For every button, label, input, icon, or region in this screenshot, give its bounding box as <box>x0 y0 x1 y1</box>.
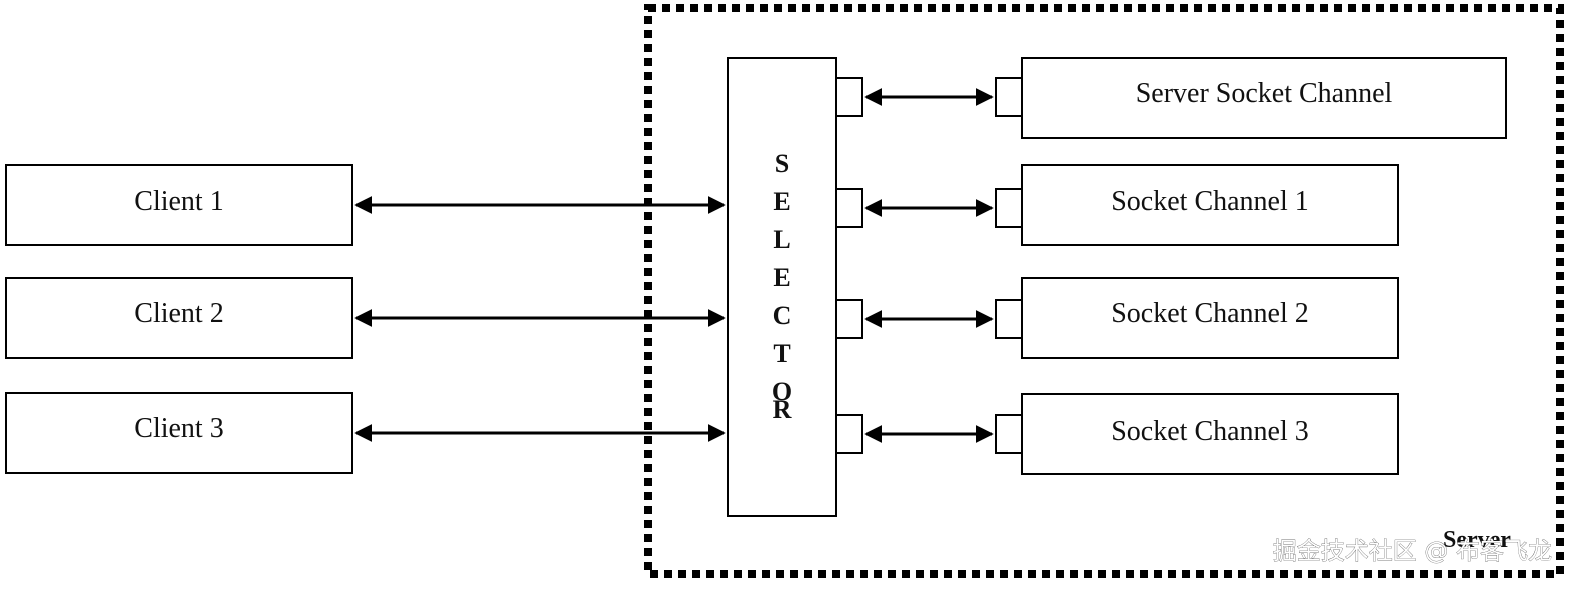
client-3: Client 3 <box>5 392 353 474</box>
selector-letter: O <box>772 377 792 406</box>
client-1: Client 1 <box>5 164 353 246</box>
socket-channel-2: Socket Channel 2 <box>1021 277 1399 359</box>
selector-port-2 <box>835 188 863 228</box>
selector-port-1 <box>835 77 863 117</box>
selector-port-4 <box>835 414 863 454</box>
socket-channel-3-label: Socket Channel 3 <box>1111 416 1309 447</box>
client-1-label: Client 1 <box>134 186 223 217</box>
channel-port-4 <box>995 414 1023 454</box>
channel-port-2 <box>995 188 1023 228</box>
socket-channel-1-label: Socket Channel 1 <box>1111 186 1309 217</box>
channel-port-3 <box>995 299 1023 339</box>
socket-channel-2-label: Socket Channel 2 <box>1111 298 1309 329</box>
socket-channel-3: Socket Channel 3 <box>1021 393 1399 475</box>
client-2: Client 2 <box>5 277 353 359</box>
server-boundary <box>644 4 1564 578</box>
selector-letter: L <box>773 225 790 254</box>
server-socket-channel-label: Server Socket Channel <box>1136 78 1393 109</box>
client-3-label: Client 3 <box>134 413 223 444</box>
selector-letter: C <box>773 301 792 330</box>
server-label: Server <box>1443 527 1511 553</box>
socket-channel-1: Socket Channel 1 <box>1021 164 1399 246</box>
selector-port-3 <box>835 299 863 339</box>
selector: S E L E C T O R <box>727 57 837 517</box>
selector-letter: R <box>773 395 792 424</box>
watermark: 掘金技术社区 @ 布客飞龙 <box>1273 537 1552 565</box>
selector-letter: E <box>773 187 790 216</box>
selector-letter: T <box>773 339 790 368</box>
client-2-label: Client 2 <box>134 298 223 329</box>
selector-letter: S <box>775 149 789 178</box>
server-socket-channel: Server Socket Channel <box>1021 57 1507 139</box>
channel-port-1 <box>995 77 1023 117</box>
selector-letter: E <box>773 263 790 292</box>
